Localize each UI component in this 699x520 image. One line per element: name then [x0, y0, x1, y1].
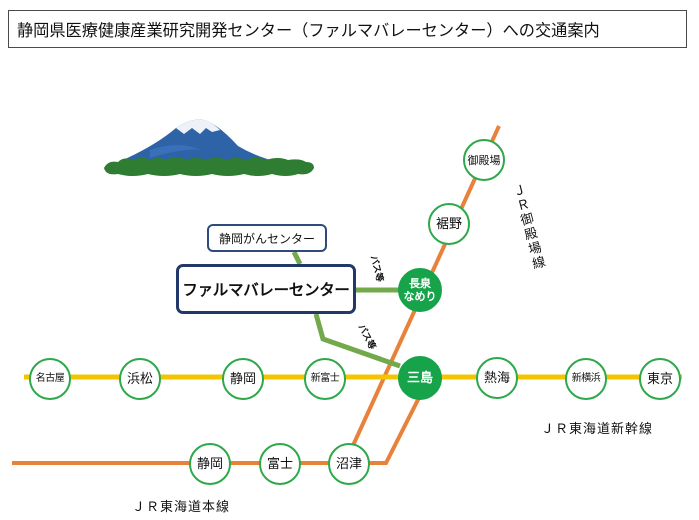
bus-route-cancer-center [291, 250, 303, 266]
shizuoka-cancer-center-box: 静岡がんセンター [207, 224, 327, 252]
station-name-line1: 長泉 [409, 276, 431, 290]
station-nagoya: 名古屋 [29, 358, 71, 400]
station-atami: 熱海 [476, 357, 518, 399]
tokaido-main-line [12, 371, 434, 465]
station-nagaizumi-nameri: 長泉 なめり [398, 268, 442, 312]
station-susono: 裾野 [428, 203, 470, 245]
mount-fuji-icon [104, 119, 314, 176]
station-mishima: 三島 [398, 356, 442, 400]
tokaido-main-line-label: ＪＲ東海道本線 [132, 500, 231, 515]
station-shinfuji: 新富士 [304, 358, 346, 400]
station-shinyokohama: 新横浜 [565, 358, 607, 400]
station-gotemba: 御殿場 [463, 139, 505, 181]
station-hamamatsu: 浜松 [119, 358, 161, 400]
station-numazu: 沼津 [328, 443, 370, 485]
station-tokyo: 東京 [639, 358, 681, 400]
pharma-valley-center-box: ファルマバレーセンター [176, 264, 356, 314]
station-fuji: 富士 [259, 443, 301, 485]
shinkansen-line-label: ＪＲ東海道新幹線 [541, 422, 654, 437]
station-shizuoka-main: 静岡 [189, 443, 231, 485]
page-title: 静岡県医療健康産業研究開発センター（ファルマバレーセンター）への交通案内 [8, 10, 687, 48]
station-name-line2: なめり [403, 290, 437, 303]
station-shizuoka-shinkansen: 静岡 [222, 358, 264, 400]
bus-route-mishima [313, 313, 401, 369]
